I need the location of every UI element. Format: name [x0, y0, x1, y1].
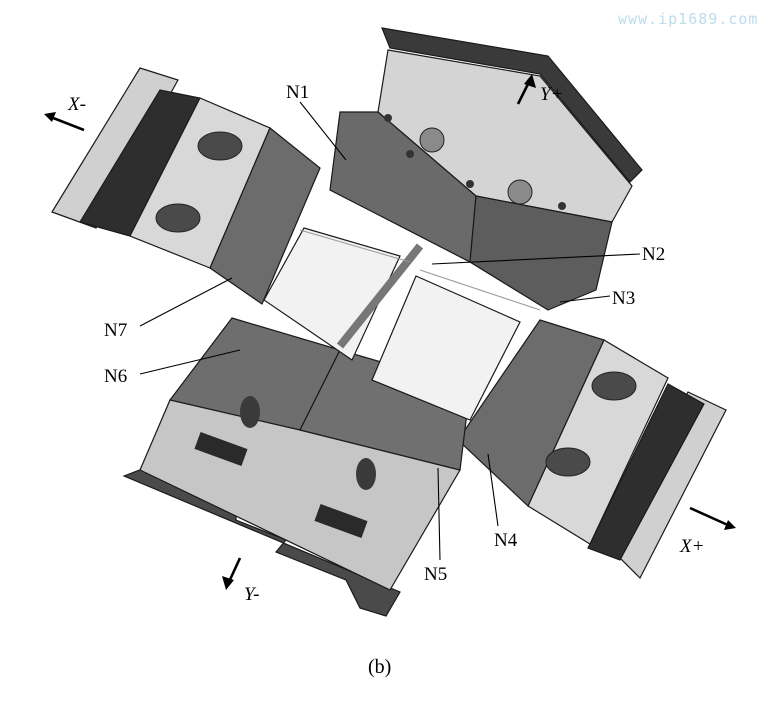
axis-label-x-plus: X+	[679, 536, 704, 557]
watermark-text: www.ip1689.com	[618, 10, 759, 28]
x-plus-front-face	[457, 319, 605, 508]
y-minus-bore-1	[240, 396, 260, 428]
leader-n4	[487, 453, 499, 527]
part-label-n7: N7	[104, 320, 127, 341]
x-minus-bore-1	[197, 131, 243, 161]
y-plus-hole-a	[384, 114, 392, 122]
leader-lines	[139, 101, 641, 561]
y-plus-left-face	[329, 111, 477, 263]
y-plus-hole-b	[406, 150, 414, 158]
axis-label-y-minus: Y-	[244, 584, 259, 605]
x-minus-front-face	[209, 127, 321, 305]
core-cavity-left	[263, 227, 401, 361]
y-plus-bore-1	[419, 127, 445, 153]
part-label-n4: N4	[494, 530, 518, 551]
axis-label-x-minus: X-	[67, 94, 86, 115]
leader-n2	[431, 253, 641, 265]
part-label-n3: N3	[612, 288, 635, 309]
y-plus-hole-d	[558, 202, 566, 210]
arrow-x-minus	[47, 114, 85, 132]
leader-n1	[299, 101, 347, 161]
arrow-x-plus-head	[724, 520, 736, 530]
part-label-n6: N6	[104, 366, 127, 387]
axis-label-y-plus: Y+	[540, 84, 563, 105]
arrow-y-plus-head	[524, 74, 536, 88]
x-plus-bore-1	[591, 371, 637, 401]
direction-arrows	[44, 74, 736, 590]
x-plus-bore-2	[545, 447, 591, 477]
part-label-n5: N5	[424, 564, 447, 585]
arrow-y-minus-head	[222, 576, 234, 590]
arrow-x-minus-head	[44, 112, 56, 122]
x-minus-bore-2	[155, 203, 201, 233]
y-minus-bore-2	[356, 458, 376, 490]
y-plus-right-face	[469, 195, 613, 311]
figure-caption: (b)	[368, 656, 391, 678]
y-plus-back-plate	[381, 27, 643, 183]
leader-n5	[437, 467, 441, 561]
leader-n6	[139, 349, 241, 375]
y-minus-slot-2	[314, 503, 368, 539]
slider-block-x-plus	[457, 319, 727, 580]
core-pin	[336, 243, 424, 349]
slider-block-y-plus	[329, 27, 643, 311]
y-minus-slot-1	[194, 431, 248, 467]
text-labels: X- Y+ X+ Y- N1 N2 N3 N4 N5 N6 N7 (b)	[67, 82, 704, 678]
arrow-x-plus	[689, 506, 731, 528]
part-label-n1: N1	[286, 82, 309, 103]
core-detail-1	[299, 229, 411, 263]
y-plus-bore-2	[507, 179, 533, 205]
part-label-n2: N2	[642, 244, 665, 265]
core-cavity-right	[371, 275, 521, 421]
core-detail-2	[419, 269, 541, 311]
y-plus-hole-c	[466, 180, 474, 188]
slider-block-x-minus	[51, 67, 321, 305]
slider-block-y-minus	[122, 317, 471, 617]
core-insert	[263, 227, 541, 421]
x-plus-back-face	[587, 383, 705, 561]
leader-n3	[559, 295, 611, 303]
leader-n7	[139, 277, 233, 327]
